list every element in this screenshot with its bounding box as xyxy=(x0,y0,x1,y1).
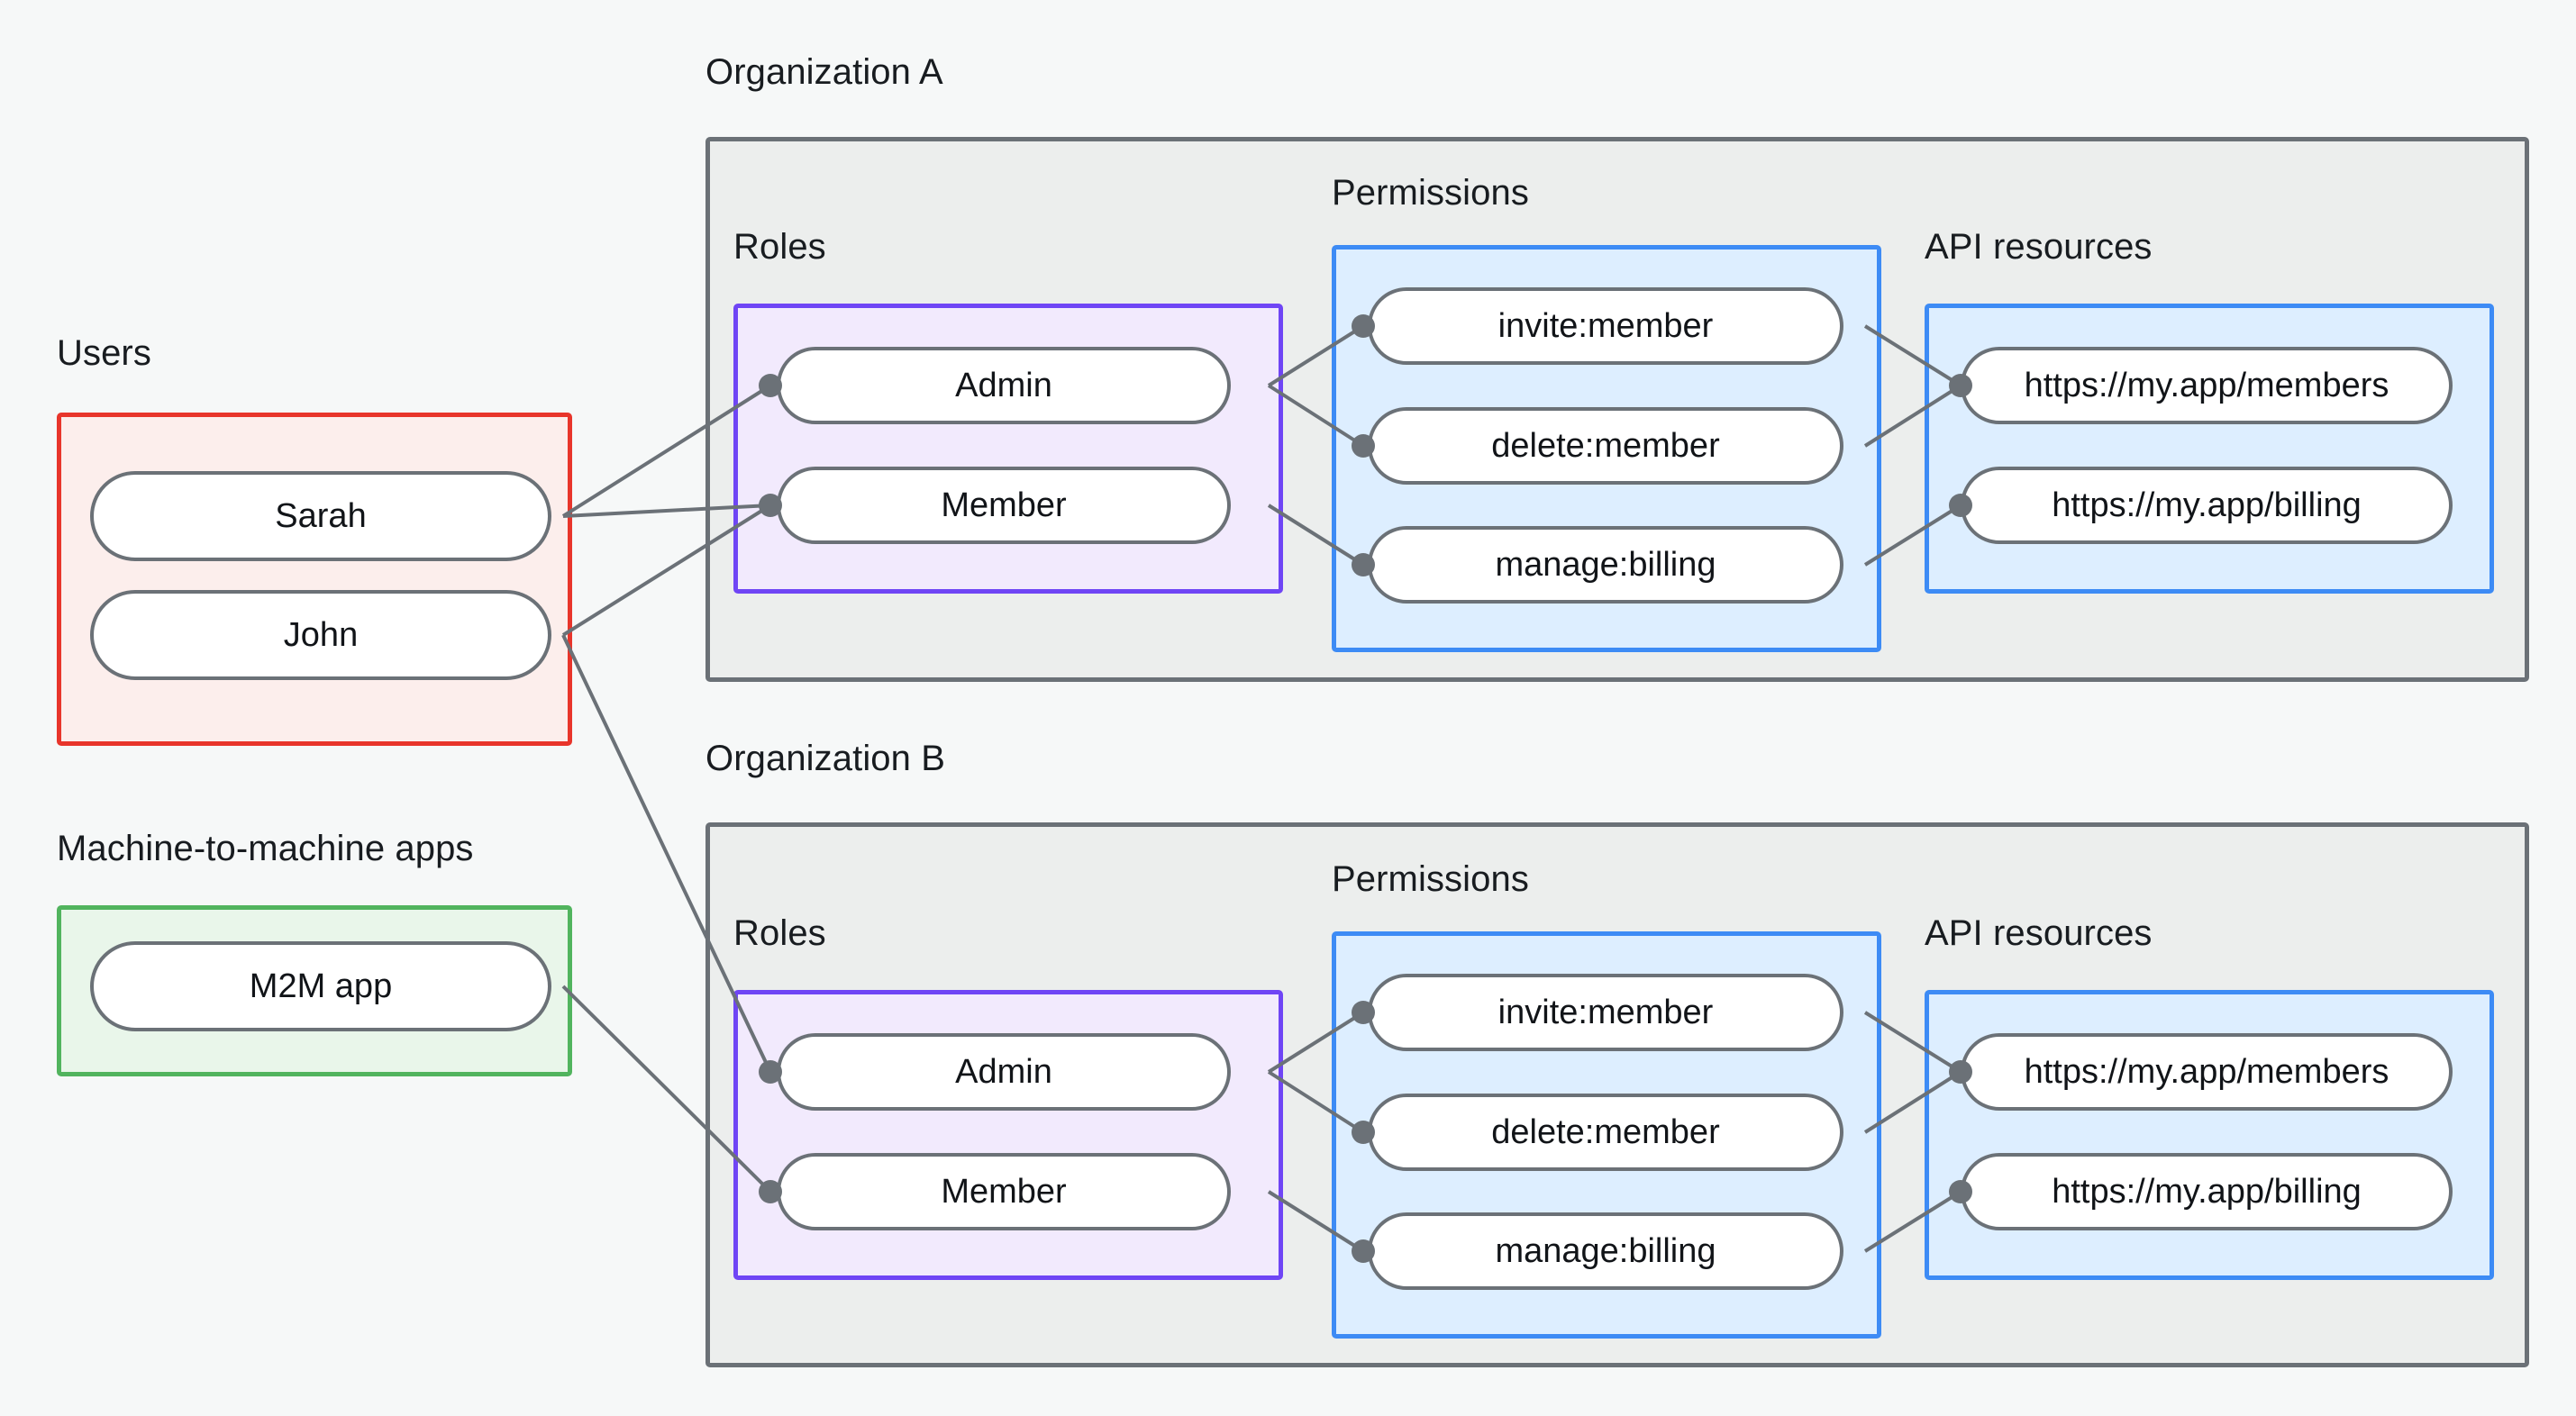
org-b-role-pill-admin[interactable]: Admin xyxy=(777,1033,1231,1111)
org-a-permission-pill-delete[interactable]: delete:member xyxy=(1368,407,1843,485)
org-a-api-pill-billing-label: https://my.app/billing xyxy=(2052,486,2362,524)
org-a-role-pill-admin-label: Admin xyxy=(955,367,1052,404)
org-a-permission-pill-billing-label: manage:billing xyxy=(1495,546,1716,584)
org-b-permission-pill-billing-label: manage:billing xyxy=(1495,1232,1716,1270)
org-b-api-resources-label: API resources xyxy=(1925,913,2153,953)
org-a-permission-pill-invite[interactable]: invite:member xyxy=(1368,287,1843,365)
org-b-role-pill-admin-label: Admin xyxy=(955,1053,1052,1091)
org-a-api-resources-label: API resources xyxy=(1925,227,2153,267)
org-b-label: Organization B xyxy=(705,739,945,778)
user-pill-john-label: John xyxy=(283,616,359,654)
user-pill-john[interactable]: John xyxy=(90,590,551,680)
org-a-role-pill-admin[interactable]: Admin xyxy=(777,347,1231,424)
org-b-permission-pill-delete-label: delete:member xyxy=(1491,1113,1720,1151)
org-b-permission-pill-invite[interactable]: invite:member xyxy=(1368,974,1843,1051)
org-a-label: Organization A xyxy=(705,52,943,92)
org-a-role-pill-member-label: Member xyxy=(941,486,1067,524)
users-label: Users xyxy=(57,333,151,373)
org-b-permission-pill-billing[interactable]: manage:billing xyxy=(1368,1212,1843,1290)
org-b-role-pill-member[interactable]: Member xyxy=(777,1153,1231,1230)
org-a-permission-pill-billing[interactable]: manage:billing xyxy=(1368,526,1843,604)
m2m-pill-app[interactable]: M2M app xyxy=(90,941,551,1031)
org-b-api-pill-billing-label: https://my.app/billing xyxy=(2052,1173,2362,1211)
org-b-permission-pill-invite-label: invite:member xyxy=(1497,994,1714,1031)
org-a-roles-label: Roles xyxy=(733,227,826,267)
org-a-permission-pill-delete-label: delete:member xyxy=(1491,427,1720,465)
org-a-permissions-label: Permissions xyxy=(1332,173,1529,213)
org-b-api-pill-members[interactable]: https://my.app/members xyxy=(1961,1033,2453,1111)
m2m-pill-app-label: M2M app xyxy=(249,967,393,1005)
org-b-role-pill-member-label: Member xyxy=(941,1173,1067,1211)
org-a-permission-pill-invite-label: invite:member xyxy=(1497,307,1714,345)
org-b-permissions-label: Permissions xyxy=(1332,859,1529,899)
org-b-api-pill-members-label: https://my.app/members xyxy=(2024,1053,2389,1091)
org-b-roles-label: Roles xyxy=(733,913,826,953)
org-a-role-pill-member[interactable]: Member xyxy=(777,467,1231,544)
m2m-label: Machine-to-machine apps xyxy=(57,829,474,868)
user-pill-sarah-label: Sarah xyxy=(275,497,367,535)
org-b-api-pill-billing[interactable]: https://my.app/billing xyxy=(1961,1153,2453,1230)
org-a-api-pill-billing[interactable]: https://my.app/billing xyxy=(1961,467,2453,544)
users-group xyxy=(57,413,572,746)
org-b-permission-pill-delete[interactable]: delete:member xyxy=(1368,1094,1843,1171)
org-a-api-pill-members-label: https://my.app/members xyxy=(2024,367,2389,404)
org-a-api-pill-members[interactable]: https://my.app/members xyxy=(1961,347,2453,424)
user-pill-sarah[interactable]: Sarah xyxy=(90,471,551,561)
